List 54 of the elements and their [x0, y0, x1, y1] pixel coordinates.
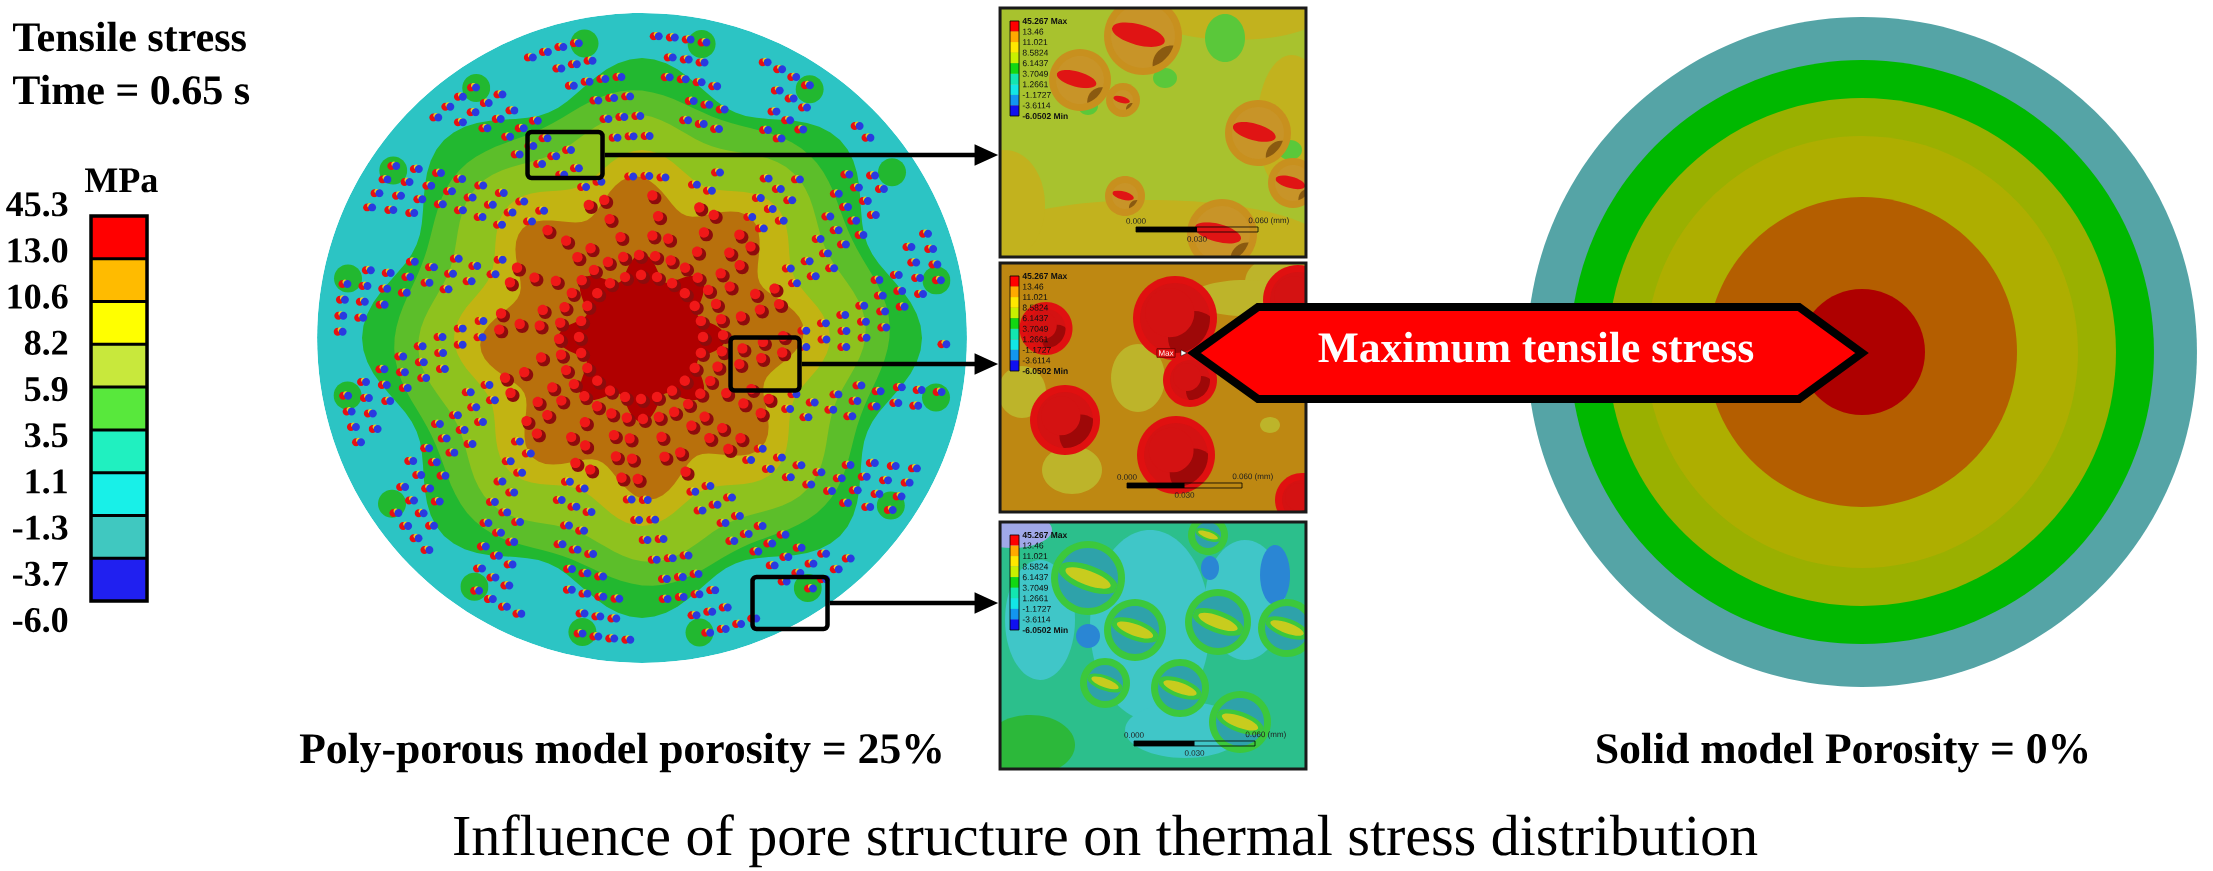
legend-value: -3.6114: [1022, 102, 1051, 109]
legend-value: 8.5824: [1022, 49, 1049, 56]
scale-value: 0.000: [1117, 474, 1137, 480]
legend-value: -6.0502 Min: [1022, 367, 1068, 374]
legend-value: 6.1437: [1022, 574, 1048, 581]
legend-value: 11.021: [1023, 294, 1048, 301]
scale-value: -6.0: [13, 607, 68, 633]
legend-value: 1.2661: [1023, 595, 1048, 602]
probe-flag: Max: [1156, 348, 1176, 358]
disc-caption: Poly-porous model porosity = 25%: [299, 732, 941, 773]
legend-value: -3.6114: [1022, 616, 1051, 623]
legend-value: -6.0502 Min: [1022, 112, 1068, 120]
scale-value: 0.030: [1187, 236, 1207, 242]
legend-value: -3.6114: [1022, 357, 1051, 364]
scale-value: -3.7: [13, 561, 68, 587]
scale-value: 0.060 (mm): [1232, 473, 1273, 481]
legend-value: 6.1437: [1022, 315, 1048, 322]
scale-value: 8.2: [24, 330, 68, 356]
caption: Influence of pore structure on thermal stress distribution: [454, 814, 1758, 868]
legend-value: -1.1727: [1022, 91, 1051, 98]
legend-value: 11.021: [1023, 39, 1048, 46]
disc-caption: Solid model Porosity = 0%: [1597, 732, 2088, 773]
heading: Tensile stress: [13, 21, 246, 52]
scale-value: 0.030: [1184, 750, 1205, 756]
legend-value: -6.0502 Min: [1022, 626, 1068, 634]
scale-value: 3.5: [25, 423, 68, 448]
legend-value: 3.7049: [1022, 584, 1048, 591]
scale-value: 0.060 (mm): [1248, 217, 1289, 225]
scale-value: 5.9: [25, 376, 68, 402]
legend-value: 6.1437: [1022, 60, 1048, 67]
time-label: Time = 0.65 s: [13, 74, 250, 105]
scale-value: 0.030: [1174, 492, 1195, 498]
legend-value: 13.46: [1023, 283, 1044, 290]
scale-value: 0.060 (mm): [1245, 731, 1286, 739]
unit-label: MPa: [84, 168, 158, 193]
legend-value: -1.1727: [1022, 605, 1051, 612]
legend-value: 45.267 Max: [1022, 18, 1068, 24]
legend-value: 8.5824: [1022, 563, 1049, 570]
scale-value: 1.1: [26, 469, 67, 494]
scale-value: 10.6: [8, 284, 68, 309]
scale-value: -1.3: [13, 515, 68, 540]
legend-value: 1.2661: [1023, 336, 1048, 343]
legend-value: 13.46: [1023, 28, 1044, 35]
legend-value: 45.267 Max: [1022, 273, 1068, 279]
scale-value: 0.000: [1126, 218, 1146, 224]
legend-value: 13.46: [1023, 542, 1044, 549]
scale-value: 45.3: [6, 192, 68, 217]
legend-value: 3.7049: [1022, 325, 1048, 332]
scale-value: 13.0: [8, 238, 68, 263]
legend-value: 1.2661: [1023, 81, 1048, 88]
legend-value: 11.021: [1023, 553, 1048, 560]
scale-value: 0.000: [1124, 732, 1144, 738]
legend-value: 45.267 Max: [1022, 532, 1068, 538]
legend-value: 3.7049: [1022, 70, 1048, 77]
